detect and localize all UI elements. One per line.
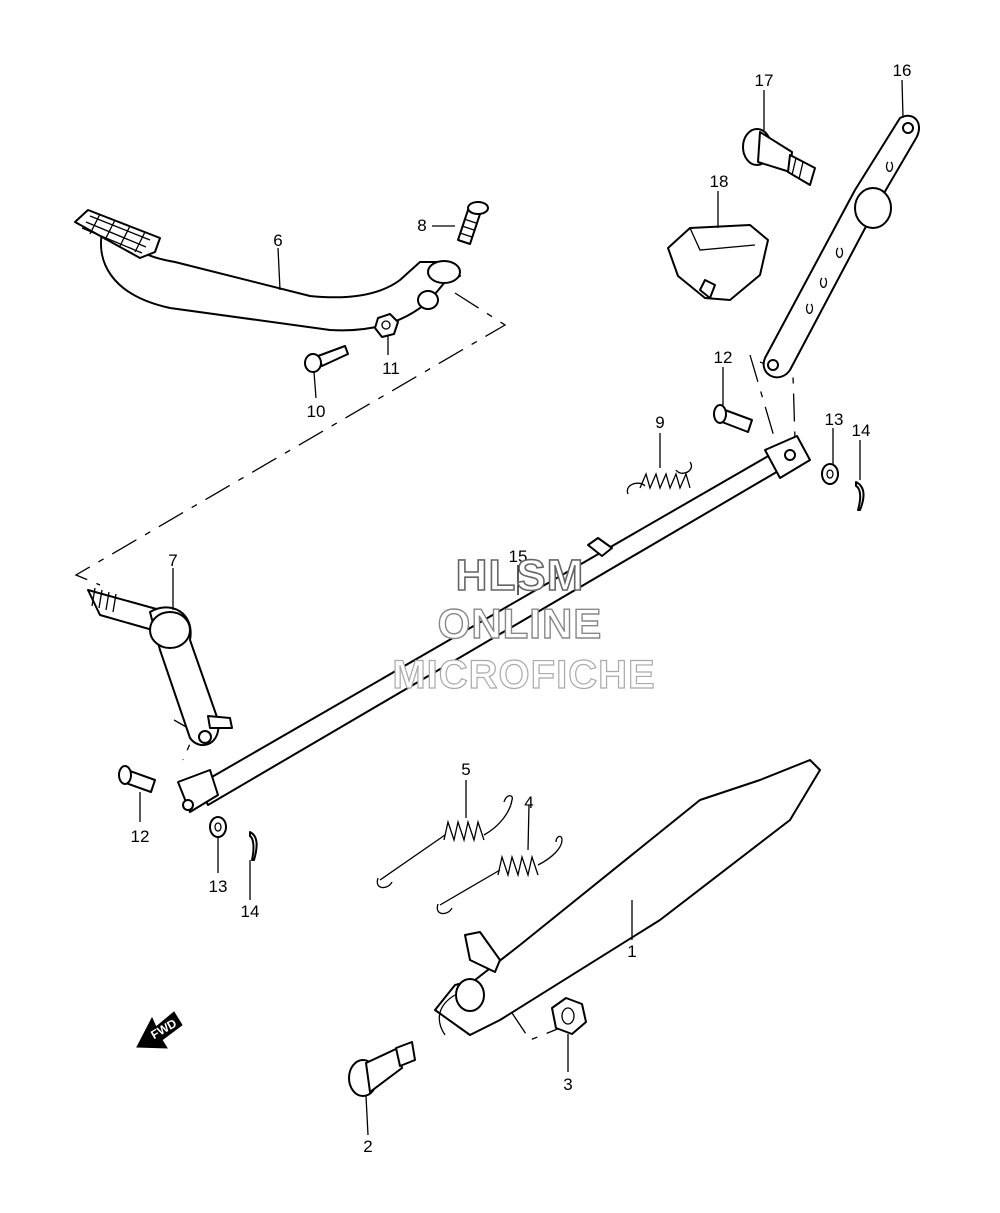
nut-part-11[interactable] <box>374 313 399 338</box>
callout-6[interactable]: 6 <box>273 231 282 250</box>
pedal-grip-pattern <box>81 213 151 254</box>
washer-part-13a[interactable] <box>821 463 839 485</box>
callout-7[interactable]: 7 <box>168 551 177 570</box>
callout-18[interactable]: 18 <box>710 172 729 191</box>
callout-9[interactable]: 9 <box>655 413 664 432</box>
watermark: HLSM ONLINE MICROFICHE <box>392 550 656 697</box>
pivot-bolt-part-2[interactable] <box>348 1041 416 1097</box>
lever-part-7[interactable] <box>87 587 233 747</box>
callout-2[interactable]: 2 <box>363 1137 372 1156</box>
spring-part-5[interactable] <box>376 795 513 889</box>
callout-14-front[interactable]: 14 <box>241 902 260 921</box>
callout-15[interactable]: 15 <box>509 547 528 566</box>
bolt-part-8[interactable] <box>457 201 489 245</box>
callout-13-front[interactable]: 13 <box>209 877 228 896</box>
callout-10[interactable]: 10 <box>307 402 326 421</box>
callout-3[interactable]: 3 <box>563 1075 572 1094</box>
watermark-line-2: ONLINE <box>438 600 603 647</box>
brake-rod-part-15[interactable] <box>177 435 811 813</box>
pivot-bolt-part-17[interactable] <box>742 128 816 186</box>
watermark-line-3: MICROFICHE <box>392 653 655 697</box>
callout-16[interactable]: 16 <box>893 61 912 80</box>
shaft-splines <box>91 587 117 613</box>
cotter-pin-part-14b[interactable] <box>249 831 258 861</box>
callout-4[interactable]: 4 <box>524 793 533 812</box>
callout-12-front[interactable]: 12 <box>131 827 150 846</box>
spring-part-9[interactable] <box>626 461 693 495</box>
callout-1[interactable]: 1 <box>627 942 636 961</box>
watermark-line-1: HLSM <box>456 551 585 600</box>
callout-17[interactable]: 17 <box>755 71 774 90</box>
side-stand-part-1[interactable] <box>434 759 821 1036</box>
callout-11[interactable]: 11 <box>382 359 400 378</box>
bolt-part-10[interactable] <box>304 345 349 373</box>
callout-13-rear[interactable]: 13 <box>825 410 844 429</box>
nut-part-3[interactable] <box>551 997 587 1035</box>
washer-part-13b[interactable] <box>209 816 227 838</box>
leader-lines <box>139 79 904 1136</box>
clevis-pin-part-12a[interactable] <box>713 404 753 433</box>
callout-14-rear[interactable]: 14 <box>852 421 871 440</box>
cover-part-18[interactable] <box>667 224 769 301</box>
spring-part-4[interactable] <box>436 835 563 915</box>
clevis-pin-part-12b[interactable] <box>118 765 156 793</box>
callout-8[interactable]: 8 <box>417 216 426 235</box>
cotter-pin-part-14a[interactable] <box>855 481 865 511</box>
callout-5[interactable]: 5 <box>461 760 470 779</box>
lever-part-16[interactable] <box>762 114 920 379</box>
callout-labels: 1 2 3 4 5 6 7 8 9 10 11 12 12 13 13 14 1… <box>131 61 912 1156</box>
forward-arrow-icon: FWD <box>136 1011 183 1049</box>
brake-pedal-part-6[interactable] <box>74 209 461 332</box>
callout-12-rear[interactable]: 12 <box>714 348 733 367</box>
